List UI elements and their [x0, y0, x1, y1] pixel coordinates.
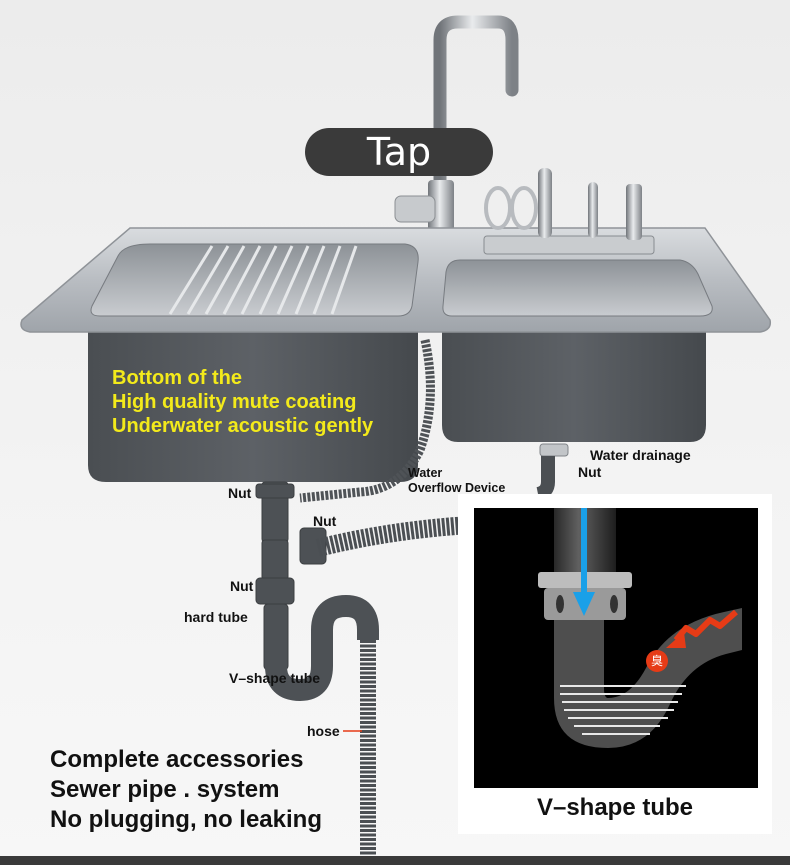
label-v-shape-tube: V–shape tube	[229, 670, 321, 686]
tap-label: Tap	[305, 128, 493, 176]
corrugated-pipe-horizontal	[315, 516, 471, 557]
drain-pipe-assembly	[255, 481, 379, 702]
label-nut-middle: Nut	[313, 513, 337, 529]
label-water-overflow-1: Water	[408, 466, 443, 480]
coating-description: Bottom of the High quality mute coating …	[112, 366, 373, 438]
water-level-hatching	[560, 685, 686, 735]
label-nut-top: Nut	[228, 485, 252, 501]
feature-list: Complete accessories Sewer pipe . system…	[50, 745, 322, 835]
label-hose: hose	[307, 723, 340, 739]
right-drain-fitting	[536, 443, 569, 501]
accessory-tray	[483, 168, 655, 255]
feature-line-2: Sewer pipe . system	[50, 776, 280, 803]
coating-line-3: Underwater acoustic gently	[112, 415, 374, 437]
bottom-border	[0, 856, 790, 865]
feature-line-1: Complete accessories	[50, 746, 304, 773]
water-flow-arrow	[573, 508, 595, 616]
coating-line-2: High quality mute coating	[112, 391, 357, 413]
label-water-overflow-2: Overflow Device	[408, 481, 506, 495]
v-shape-tube-inset: 臭 V–shape tube	[458, 494, 772, 834]
trap-cross-section	[538, 508, 742, 748]
odor-arrow	[666, 609, 738, 648]
left-basin-underside	[88, 330, 418, 482]
inset-diagram: 臭	[474, 508, 758, 788]
coating-line-1: Bottom of the	[112, 367, 242, 389]
label-hard-tube: hard tube	[184, 609, 248, 625]
overflow-hose	[299, 339, 435, 503]
label-nut-right: Nut	[578, 464, 602, 480]
odor-icon: 臭	[646, 650, 668, 672]
feature-line-3: No plugging, no leaking	[50, 806, 322, 833]
label-nut-lower: Nut	[230, 578, 254, 594]
right-basin	[442, 259, 713, 317]
right-basin-underside	[442, 330, 706, 442]
drying-rack	[168, 245, 358, 315]
label-water-drainage: Water drainage	[590, 447, 691, 463]
inset-caption: V–shape tube	[536, 794, 694, 821]
